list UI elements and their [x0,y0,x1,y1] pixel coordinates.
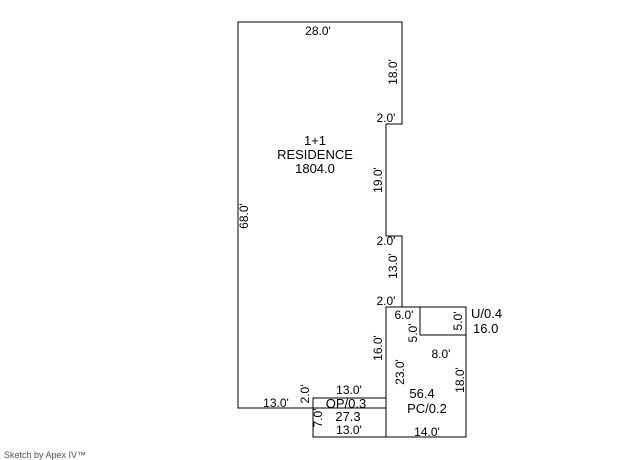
dim-bottom-left: 13.0' [263,396,289,410]
u-area: 16.0 [473,321,498,336]
dim-op-bottom: 13.0' [336,423,362,437]
residence-area: 1804.0 [295,161,335,176]
dim-pc-bottom: 14.0' [414,425,440,439]
u-utility-outline [419,306,467,336]
dim-op-left-small: 2.0' [298,385,312,404]
dim-pc-diag: 23.0' [393,359,407,385]
u-label: U/0.4 [471,306,502,321]
dim-pc-inner: 8.0' [432,347,451,361]
dim-right-lower: 13.0' [386,253,400,279]
residence-outline [237,21,403,409]
dim-u-side: 5.0' [451,312,465,331]
dim-op-side: 7.0' [311,409,325,428]
pc-label: PC/0.2 [407,401,447,416]
op-label: OP/0.3 [326,396,366,411]
dim-u-top: 6.0' [395,308,414,322]
dim-step-2: 2.0' [377,234,396,248]
dim-step-1: 2.0' [377,111,396,125]
dim-right-upper: 18.0' [386,59,400,85]
op-area: 27.3 [335,409,360,424]
residence-line1: 1+1 [304,133,326,148]
residence-label: RESIDENCE [277,147,353,162]
pc-area: 56.4 [409,386,434,401]
dim-right-middle: 19.0' [371,167,385,193]
dim-op-top: 13.0' [336,383,362,397]
dim-pc-notch: 5.0' [406,324,420,343]
dim-pc-left: 16.0' [371,335,385,361]
dim-step-3: 2.0' [377,294,396,308]
dim-pc-right: 18.0' [453,367,467,393]
dim-left: 68.0' [237,203,251,229]
dim-top: 28.0' [305,24,331,38]
sketch-credit: Sketch by Apex IV™ [4,450,86,460]
